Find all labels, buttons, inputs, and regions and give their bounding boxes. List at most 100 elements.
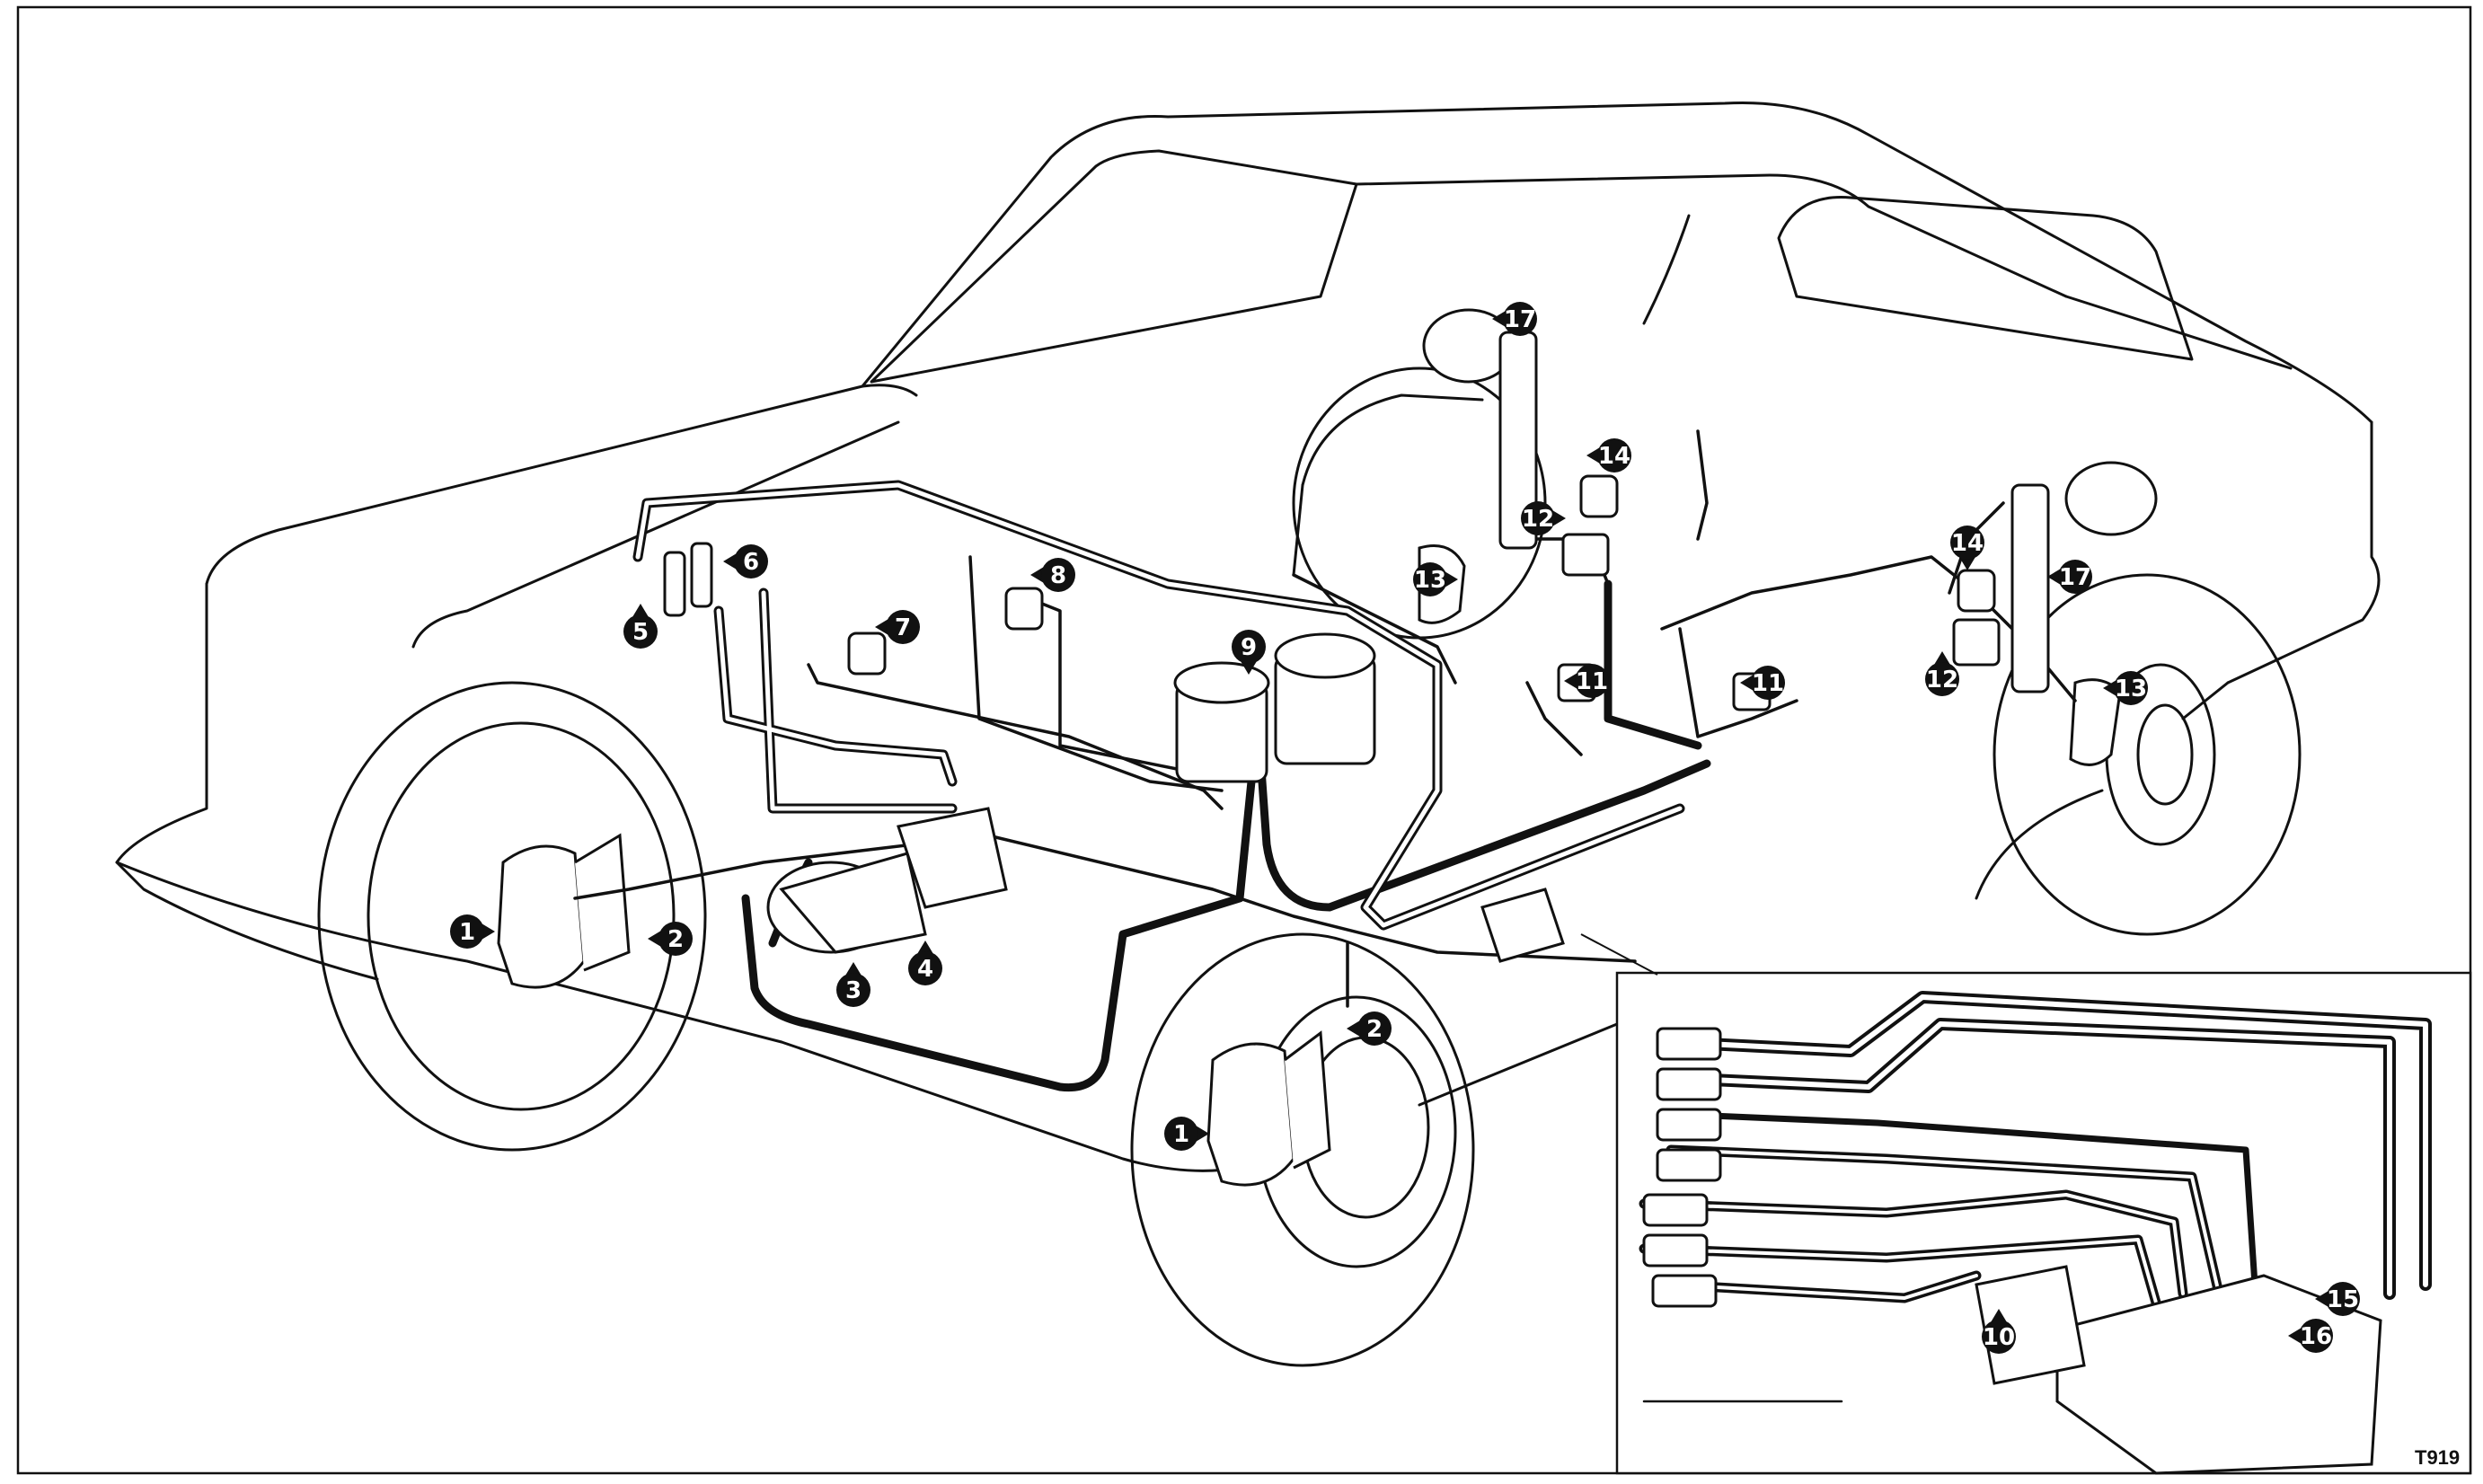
roof-outline [861,101,2373,424]
callout-number: 9 [1241,634,1257,661]
bonnet-outline [205,384,918,586]
callout-number: 17 [1504,306,1536,333]
callout-badge [658,922,693,956]
front-right-wheel [1130,932,1475,1367]
callout-badge [1751,666,1785,700]
callout-number: 17 [2059,564,2091,591]
valve-12-right [1952,618,2001,667]
callout-12a: 12 [1521,501,1566,535]
figure-code: T919 [2415,1446,2460,1469]
valve-7 [847,632,887,676]
callout-9: 9 [1232,630,1266,675]
callout-8: 8 [1030,558,1075,592]
callout-badge [734,544,768,579]
master-cylinder [897,807,1008,909]
callout-1a: 1 [450,914,495,949]
callout-badge [1232,630,1266,664]
callout-number: 7 [895,614,911,641]
callout-11a: 11 [1564,664,1609,698]
valve-12-left [1561,533,1610,577]
callout-number: 1 [459,919,475,946]
accumulator-6 [690,542,713,608]
rear-right-wheel [1993,573,2302,936]
front-right-caliper [1206,1042,1295,1187]
callout-2b: 2 [1347,1011,1392,1046]
callout-number: 14 [1951,530,1984,557]
callout-12b: 12 [1925,651,1959,696]
callout-number: 15 [2327,1286,2359,1313]
front-left-caliper [497,844,586,989]
callout-number: 3 [845,977,862,1004]
callout-6: 6 [723,544,768,579]
inset-panel [1580,933,2472,1475]
callout-badge [623,614,658,649]
callout-number: 12 [1926,667,1958,693]
callout-badge [1982,1320,2016,1354]
callout-2a: 2 [648,922,693,956]
callout-number: 5 [632,619,649,646]
callout-3: 3 [836,962,870,1007]
inset-leader [1580,933,1658,976]
callout-16: 16 [2288,1319,2333,1353]
callout-15: 15 [2315,1282,2360,1316]
callout-number: 8 [1050,562,1066,589]
valve-body-casting [2055,1274,2382,1475]
callout-badge [1041,558,1075,592]
callout-17a: 17 [1492,302,1537,336]
accumulator-5 [663,551,686,617]
callout-badge [450,914,484,949]
callout-badge [886,610,920,644]
callout-11b: 11 [1740,666,1785,700]
callout-badge [2326,1282,2360,1316]
callout-badge [908,951,942,985]
valve-14-right [1957,569,1996,613]
callout-number: 11 [1576,668,1608,695]
callout-number: 6 [743,549,759,576]
callout-number: 12 [1522,506,1554,533]
callout-10: 10 [1982,1309,2016,1354]
callout-badge [1925,662,1959,696]
rear-side-window [1777,196,2194,361]
sphere-17-right [2064,461,2158,536]
callout-1b: 1 [1164,1117,1209,1151]
callout-number: 2 [667,926,684,953]
callout-number: 16 [2300,1323,2332,1350]
callout-badge [2299,1319,2333,1353]
callout-14b: 14 [1950,526,1984,570]
callout-badge [1413,562,1447,596]
callout-badge [1521,501,1555,535]
callout-number: 13 [2115,676,2147,702]
rear-right-caliper [2069,678,2122,766]
callout-17b: 17 [2047,560,2092,594]
front-bumper [115,861,783,1044]
callout-badge [2058,560,2092,594]
callout-number: 13 [1414,567,1446,594]
callout-number: 10 [1983,1324,2015,1351]
callout-badge [2114,671,2148,705]
callout-4: 4 [908,941,942,985]
callout-number: 1 [1173,1121,1189,1148]
callout-number: 4 [917,956,933,983]
front-left-wheel [317,681,707,1152]
manifold-block [1480,888,1565,963]
windscreen [870,149,1358,384]
valve-8 [1004,587,1044,631]
components [663,308,2158,963]
callout-number: 2 [1366,1016,1383,1043]
callout-badge [1503,302,1537,336]
brake-pipes-dark [741,579,1711,1092]
callout-badge [1575,664,1609,698]
callout-badge [1357,1011,1392,1046]
callout-7: 7 [875,610,920,644]
brake-pipes-thin [573,429,2077,1008]
callout-14a: 14 [1586,438,1631,473]
page-frame [16,5,2472,1475]
callout-5: 5 [623,604,658,649]
callout-badge [836,973,870,1007]
callout-13a: 13 [1413,562,1458,596]
callout-13b: 13 [2103,671,2148,705]
callout-number: 11 [1752,670,1784,697]
